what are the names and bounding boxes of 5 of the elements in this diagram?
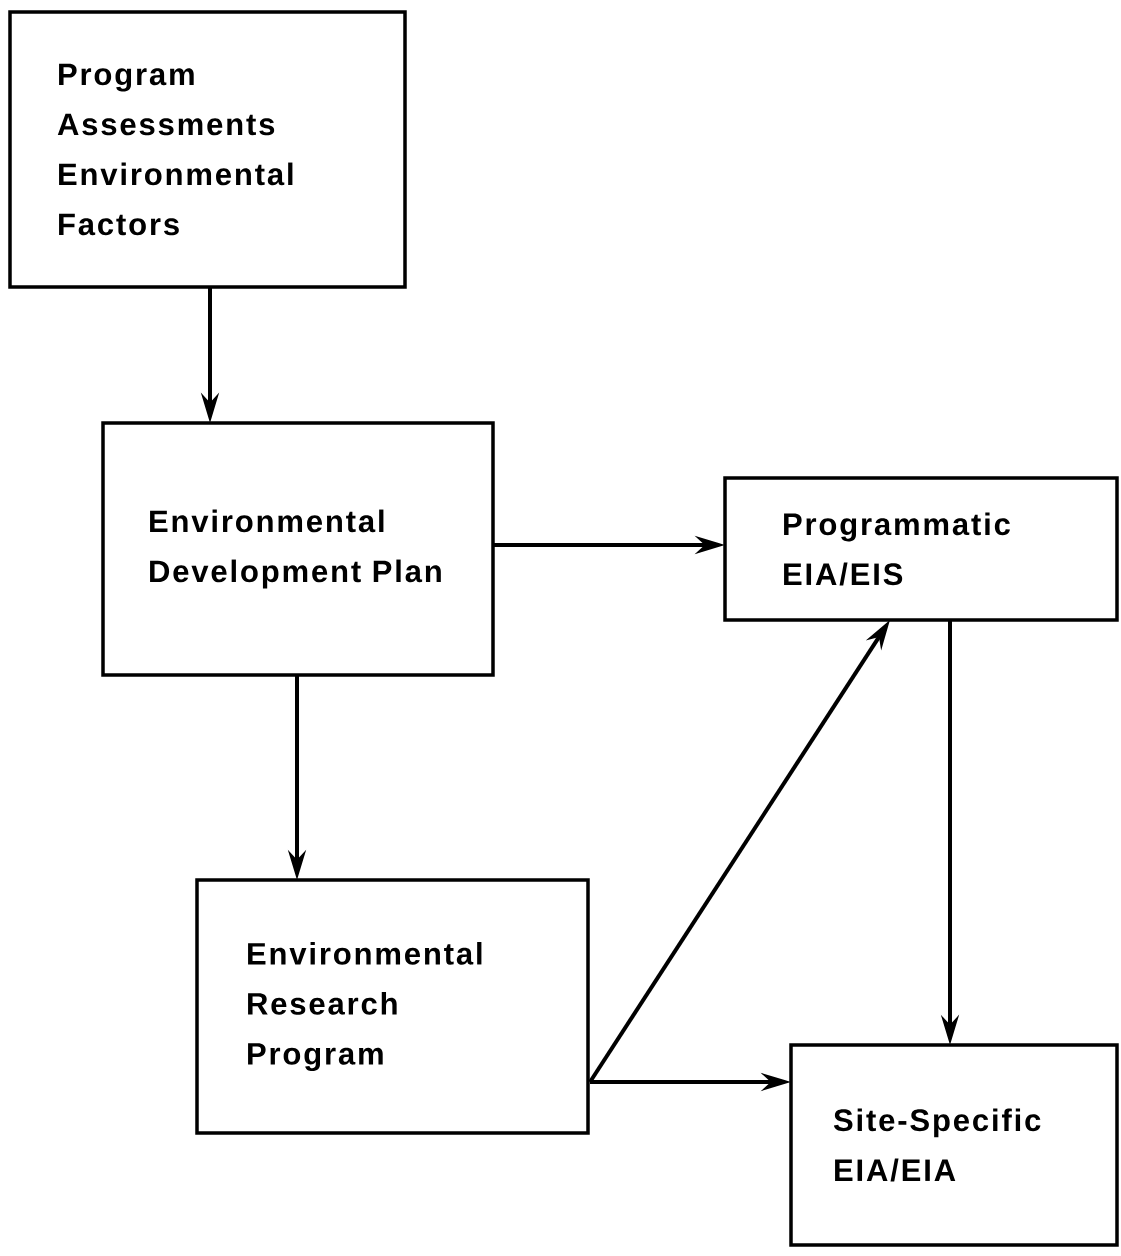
process-box: Environmental Development Plan	[101, 421, 495, 677]
process-box: Program Assessments Environmental Factors	[8, 10, 407, 289]
process-box: Programmatic EIA/EIS	[723, 476, 1119, 622]
process-box: Environmental Research Program	[195, 878, 590, 1135]
process-box: Site-Specific EIA/EIA	[789, 1043, 1119, 1247]
